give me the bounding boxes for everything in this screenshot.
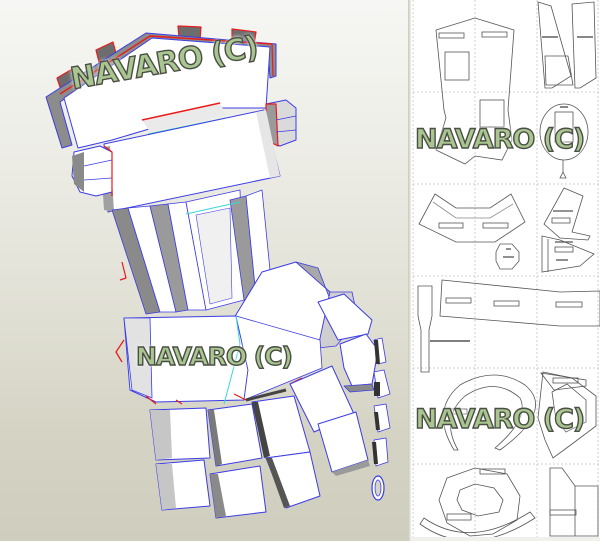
forearm-bars — [111, 189, 273, 315]
pattern-bottom-edge — [411, 537, 600, 541]
unfolded-pattern-sheet[interactable] — [411, 0, 600, 541]
gauntlet-3d-model[interactable] — [0, 0, 408, 541]
pattern-pieces — [417, 1, 600, 541]
finger-segments — [149, 365, 370, 519]
model-3d-viewport[interactable]: NAVARO (C) NAVARO (C) — [0, 0, 408, 541]
pane-splitter[interactable] — [408, 0, 411, 541]
pattern-2d-viewport[interactable]: NAVARO (C) NAVARO (C) — [411, 0, 600, 541]
page-grid — [412, 0, 600, 541]
side-strips — [371, 337, 391, 501]
